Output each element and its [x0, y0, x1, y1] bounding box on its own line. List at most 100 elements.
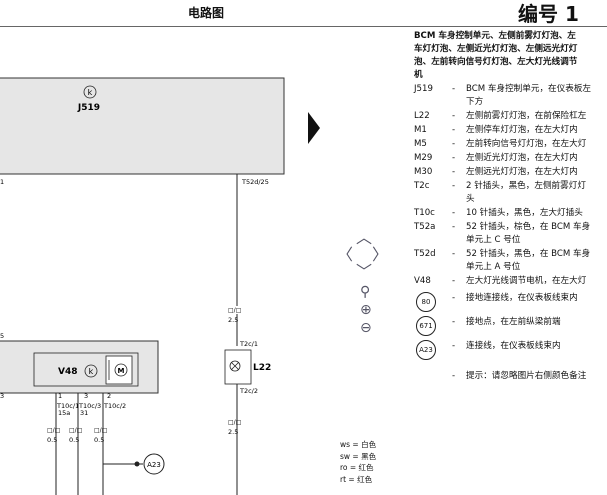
legend-item: M1-左侧停车灯灯泡，在左大灯内	[414, 124, 607, 137]
header-divider	[0, 26, 607, 27]
k-symbol-v48-label: k	[89, 367, 94, 376]
a23-connector	[143, 453, 165, 475]
legend-code: J519	[414, 84, 433, 94]
legend-code: T10c	[414, 208, 435, 218]
circuit-diagram: k J519 1 T52d/25 □/□ 2.5 T2c/1 L22 T2c/2…	[0, 77, 285, 495]
color-ro: ro = 红色	[340, 463, 374, 472]
t10c2-label: T10c/2	[103, 402, 126, 410]
t10c3b-label: 31	[80, 409, 88, 417]
legend-desc: 左侧远光灯灯泡，在左大灯内	[466, 167, 578, 177]
wire-top-label-2: □/□	[228, 419, 241, 426]
legend-circle-list: 80-接地连接线，在仪表板线束内 671-接地点，在左前纵梁前端 A23-连接线，在…	[414, 292, 607, 360]
legend-code: M30	[414, 167, 433, 177]
wire-size-2: 2.5	[228, 428, 238, 436]
legend-item: T10c-10 针插头，黑色，左大灯插头	[414, 207, 607, 220]
w1-size: 0.5	[47, 436, 57, 444]
v48-label: V48	[58, 367, 78, 377]
pin-left-label: 3	[0, 392, 4, 400]
legend-desc: 10 针插头，黑色，左大灯插头	[466, 208, 583, 218]
w3-size: 0.5	[94, 436, 104, 444]
zoom-out-icon[interactable]: ⊖	[360, 320, 372, 336]
legend-circle-item: 80-接地连接线，在仪表板线束内	[414, 292, 607, 312]
legend-circle-item: 671-接地点，在左前纵梁前端	[414, 316, 607, 336]
legend-note-row: - 提示：请忽略图片右侧颜色备注	[414, 370, 607, 383]
pan-up-icon[interactable]: ︿	[356, 228, 373, 247]
legend-heading: BCM 车身控制单元、左侧前雾灯灯泡、左 车灯灯泡、左侧近光灯灯泡、左侧远光灯灯…	[414, 31, 578, 80]
pin-c-label: 2	[107, 392, 111, 400]
w2-top: □/□	[69, 427, 82, 434]
k-symbol-v48	[84, 364, 98, 378]
legend-code: T52d	[414, 249, 436, 259]
pan-left-icon[interactable]: 〈	[337, 245, 354, 264]
legend-desc: 左侧近光灯灯泡，在左大灯内	[466, 153, 578, 163]
lamp-icon	[229, 360, 241, 372]
legend-desc: 左前转向信号灯灯泡，在左大灯	[466, 139, 587, 149]
legend-desc: 连接线，在仪表板线束内	[466, 341, 561, 351]
motor-icon	[114, 363, 128, 377]
legend-code: T2c	[414, 181, 430, 191]
legend-desc: 左侧停车灯灯泡，在左大灯内	[466, 125, 578, 135]
a23-label: A23	[147, 461, 161, 469]
legend-desc: 接地点，在左前纵梁前端	[466, 317, 561, 327]
wire-size-1: 2.5	[228, 316, 238, 324]
legend-code: M1	[414, 125, 427, 135]
search-icon[interactable]: ⚲	[360, 284, 371, 300]
pan-down-icon[interactable]: ﹀	[356, 262, 373, 281]
pin-b-label: 3	[84, 392, 88, 400]
legend-code: V48	[414, 276, 431, 286]
pin-a-label: 1	[58, 392, 62, 400]
t52d-25-label: T52d/25	[241, 178, 269, 186]
legend-desc: 左侧前雾灯灯泡，在前保险杠左	[466, 111, 587, 121]
legend-desc: 接地连接线，在仪表板线束内	[466, 293, 578, 303]
j519-box	[0, 77, 285, 175]
t2c2-label: T2c/2	[239, 387, 258, 395]
legend-note: 提示：请忽略图片右侧颜色备注	[466, 371, 587, 381]
legend-item: V48-左大灯光线调节电机，在左大灯	[414, 275, 607, 288]
circle-code: 671	[416, 316, 436, 336]
circle-code: 80	[416, 292, 436, 312]
l22-box	[224, 349, 252, 385]
wire-top-bg	[228, 306, 246, 314]
w3-top: □/□	[94, 427, 107, 434]
color-key: ws = 白色 sw = 黑色 ro = 红色 rt = 红色	[340, 439, 376, 485]
legend-desc: 52 针插头，黑色，在 BCM 车身 单元上 A 号位	[466, 249, 591, 272]
legend-item: M30-左侧远光灯灯泡，在左大灯内	[414, 166, 607, 179]
legend-code: M29	[414, 153, 433, 163]
l22-label: L22	[253, 363, 271, 373]
circle-code: A23	[416, 340, 436, 360]
legend-code: T52a	[414, 222, 436, 232]
legend-code: M5	[414, 139, 427, 149]
wire-top-label: □/□	[228, 307, 241, 314]
legend-item: T52d-52 针插头，黑色，在 BCM 车身 单元上 A 号位	[414, 248, 607, 274]
t2c1-label: T2c/1	[239, 340, 258, 348]
expand-arrow[interactable]	[308, 112, 320, 144]
pin-5-label: 5	[0, 332, 4, 340]
legend-desc: BCM 车身控制单元，在仪表板左 下方	[466, 84, 592, 107]
motor-label: M	[118, 367, 125, 375]
t10c1b-label: 15a	[58, 409, 70, 417]
j519-label: J519	[77, 103, 100, 113]
color-rt: rt = 红色	[340, 474, 373, 484]
legend-desc: 2 针插头，黑色，左侧前雾灯灯 头	[466, 181, 586, 204]
zoom-in-icon[interactable]: ⊕	[360, 302, 372, 318]
k-symbol-j519-label: k	[88, 88, 93, 97]
pin-1-label: 1	[0, 178, 4, 186]
header-title: 电路图	[188, 6, 225, 20]
legend-item: L22-左侧前雾灯灯泡，在前保险杠左	[414, 110, 607, 123]
document-number: 编号 1	[518, 2, 579, 26]
k-symbol-j519	[83, 85, 97, 99]
legend-item: T2c-2 针插头，黑色，左侧前雾灯灯 头	[414, 180, 607, 206]
w1-top: □/□	[47, 427, 60, 434]
legend-code: L22	[414, 111, 430, 121]
legend-desc: 52 针插头，棕色，在 BCM 车身 单元上 C 号位	[466, 222, 591, 245]
t10c3-label: T10c/3	[78, 402, 101, 410]
legend-circle-item: A23-连接线，在仪表板线束内	[414, 340, 607, 360]
legend-panel: BCM 车身控制单元、左侧前雾灯灯泡、左 车灯灯泡、左侧近光灯灯泡、左侧远光灯灯…	[414, 30, 607, 383]
color-sw: sw = 黑色	[340, 451, 377, 461]
color-ws: ws = 白色	[340, 440, 377, 449]
pan-right-icon[interactable]: 〉	[372, 245, 389, 264]
legend-item: T52a-52 针插头，棕色，在 BCM 车身 单元上 C 号位	[414, 221, 607, 247]
legend-item: M29-左侧近光灯灯泡，在左大灯内	[414, 152, 607, 165]
legend-item: J519-BCM 车身控制单元，在仪表板左 下方	[414, 83, 607, 109]
